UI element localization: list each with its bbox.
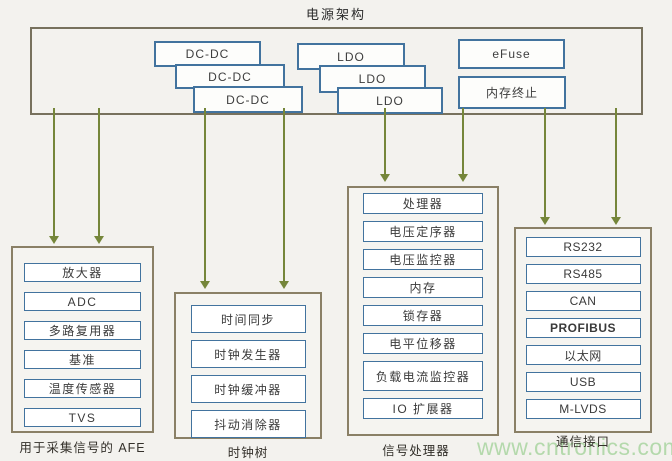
component-box: 处理器	[363, 193, 483, 214]
component-box: 放大器	[24, 263, 141, 282]
component-box: 温度传感器	[24, 379, 141, 398]
power-supply-box: DC-DC DC-DC DC-DC LDO LDO LDO eFuse 内存终止	[30, 27, 643, 115]
component-box: RS232	[525, 237, 641, 257]
component-box: ADC	[24, 292, 141, 311]
component-box: IO 扩展器	[363, 398, 483, 419]
power-arrow	[540, 108, 550, 225]
group-label-comm-interface: 通信接口	[555, 435, 610, 449]
diagram-title: 电源架构	[305, 7, 366, 22]
component-box: 负载电流监控器	[363, 361, 483, 391]
group-clock-tree: 时间同步时钟发生器时钟缓冲器抖动消除器	[174, 292, 322, 439]
component-box: 时间同步	[190, 305, 306, 333]
component-box: PROFIBUS	[525, 318, 641, 338]
component-box: RS485	[525, 264, 641, 284]
power-arrow	[380, 108, 390, 182]
power-arrow	[458, 108, 468, 182]
power-arrow	[200, 108, 210, 289]
component-box: 时钟发生器	[190, 340, 306, 368]
component-box: TVS	[24, 408, 141, 427]
component-box: 电压定序器	[363, 221, 483, 242]
efuse-box: eFuse	[458, 39, 565, 69]
component-box: 锁存器	[363, 305, 483, 326]
component-box: 基准	[24, 350, 141, 369]
component-box: 以太网	[525, 345, 641, 365]
component-box: USB	[525, 372, 641, 392]
component-box: 电平位移器	[363, 333, 483, 354]
dcdc-box: DC-DC	[154, 41, 261, 67]
component-box: 多路复用器	[24, 321, 141, 340]
ldo-box: LDO	[337, 87, 443, 114]
power-arrow	[611, 108, 621, 225]
component-box: M-LVDS	[525, 399, 641, 419]
component-box: CAN	[525, 291, 641, 311]
dcdc-box: DC-DC	[193, 86, 303, 113]
group-afe: 放大器 ADC 多路复用器基准温度传感器 TVS	[11, 246, 154, 433]
component-box: 抖动消除器	[190, 410, 306, 438]
watermark: www.cntronics.com	[477, 434, 672, 460]
power-arrow	[279, 108, 289, 289]
power-arrow	[94, 108, 104, 244]
component-box: 电压监控器	[363, 249, 483, 270]
group-signal-processor: 处理器电压定序器电压监控器内存锁存器电平位移器负载电流监控器 IO 扩展器	[347, 186, 499, 436]
component-box: 内存	[363, 277, 483, 298]
group-label-clock-tree: 时钟树	[227, 446, 269, 460]
memory-termination-box: 内存终止	[458, 76, 566, 109]
power-arrow	[49, 108, 59, 244]
group-label-signal-processor: 信号处理器	[382, 444, 450, 458]
group-label-afe: 用于采集信号的 AFE	[19, 441, 146, 455]
component-box: 时钟缓冲器	[190, 375, 306, 403]
